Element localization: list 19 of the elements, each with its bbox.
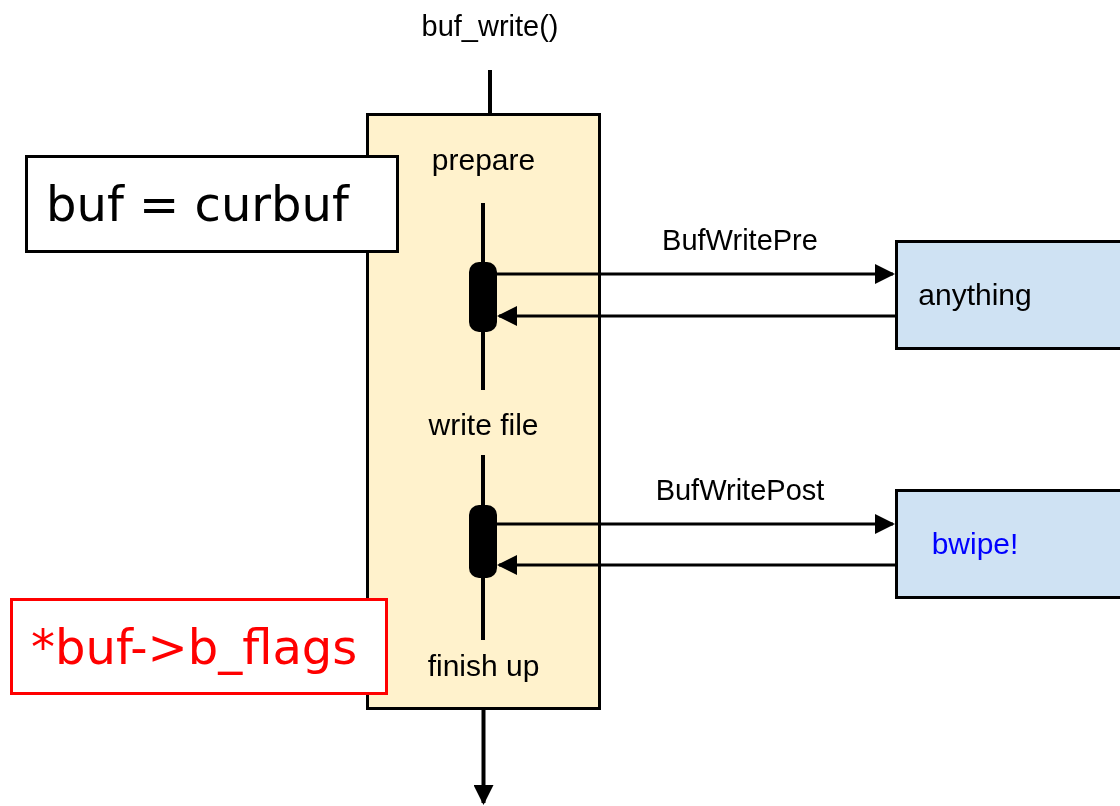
step-label: finish up xyxy=(426,648,541,684)
arrow xyxy=(497,264,895,284)
arrow xyxy=(473,710,494,805)
connector-line xyxy=(488,70,492,113)
step-label: prepare xyxy=(430,142,537,178)
step-label: write file xyxy=(427,407,540,443)
edge-label: BufWritePre xyxy=(661,223,819,258)
function-label: buf_write() xyxy=(390,5,590,47)
process-box xyxy=(366,113,601,710)
handler-box: anything xyxy=(895,240,1120,350)
code-box: *buf->b_flags xyxy=(10,598,388,695)
arrow xyxy=(497,514,895,534)
code-box: buf = curbuf xyxy=(25,155,399,253)
handler-box: bwipe! xyxy=(895,489,1120,599)
arrow xyxy=(497,555,895,575)
arrow xyxy=(497,306,895,326)
event-marker xyxy=(469,505,497,578)
edge-label: BufWritePost xyxy=(654,473,826,508)
event-marker xyxy=(469,262,497,332)
